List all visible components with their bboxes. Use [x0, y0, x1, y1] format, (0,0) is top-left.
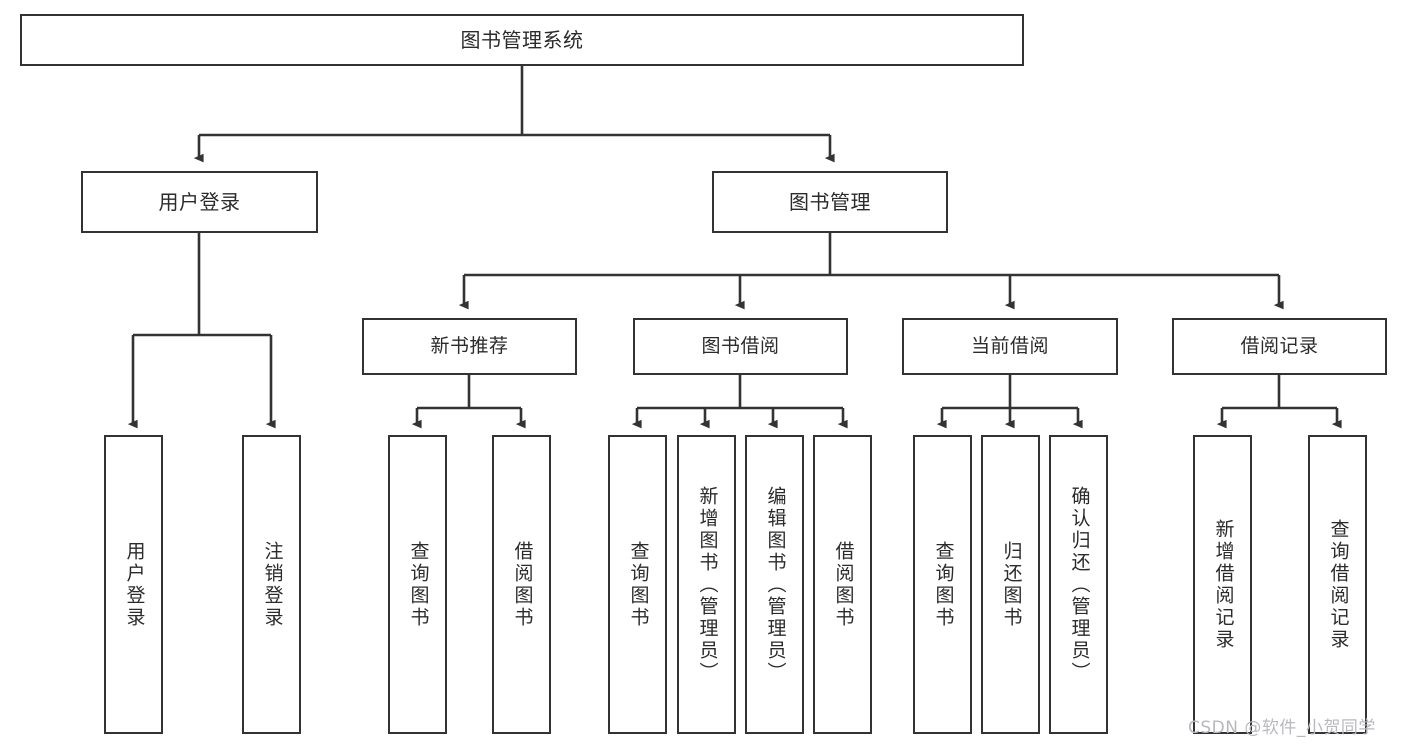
node-label: 确认归还（管理员） [1068, 485, 1091, 684]
node-label: 注销登录 [261, 540, 284, 629]
node-label: 查询图书 [627, 540, 650, 629]
node-leaf-query-book-recommend[interactable]: 查询图书 [388, 435, 447, 734]
node-new-book-recommend[interactable]: 新书推荐 [362, 318, 577, 375]
node-label: 图书借阅 [701, 334, 780, 357]
node-label: 借阅记录 [1240, 334, 1319, 357]
node-leaf-add-book-admin[interactable]: 新增图书（管理员） [677, 435, 736, 734]
node-label: 图书管理 [789, 189, 871, 214]
node-label: 图书管理系统 [460, 27, 584, 52]
node-leaf-confirm-return-admin[interactable]: 确认归还（管理员） [1049, 435, 1108, 734]
node-leaf-return-book[interactable]: 归还图书 [981, 435, 1040, 734]
node-leaf-query-borrow-record[interactable]: 查询借阅记录 [1308, 435, 1367, 734]
node-leaf-query-book-current[interactable]: 查询图书 [913, 435, 972, 734]
node-book-management[interactable]: 图书管理 [712, 171, 948, 233]
node-label: 查询图书 [932, 540, 955, 629]
node-label: 归还图书 [1000, 540, 1023, 629]
node-current-borrow[interactable]: 当前借阅 [902, 318, 1118, 375]
watermark-text: CSDN @软件_小贺同学 [1188, 718, 1376, 738]
node-label: 当前借阅 [970, 334, 1049, 357]
node-leaf-borrow-book[interactable]: 借阅图书 [813, 435, 872, 734]
node-label: 查询图书 [407, 540, 430, 629]
node-label: 用户登录 [123, 540, 146, 629]
node-leaf-user-login[interactable]: 用户登录 [104, 435, 163, 734]
node-leaf-edit-book-admin[interactable]: 编辑图书（管理员） [745, 435, 804, 734]
node-label: 查询借阅记录 [1327, 518, 1350, 651]
node-leaf-add-borrow-record[interactable]: 新增借阅记录 [1193, 435, 1252, 734]
node-book-borrow[interactable]: 图书借阅 [633, 318, 848, 375]
node-leaf-borrow-book-recommend[interactable]: 借阅图书 [492, 435, 551, 734]
node-label: 借阅图书 [511, 540, 534, 629]
node-leaf-query-book-borrow[interactable]: 查询图书 [608, 435, 667, 734]
node-label: 新增借阅记录 [1212, 518, 1235, 651]
node-root-book-management-system[interactable]: 图书管理系统 [20, 14, 1024, 66]
node-label: 新增图书（管理员） [696, 485, 719, 684]
node-label: 新书推荐 [430, 334, 509, 357]
node-user-login[interactable]: 用户登录 [81, 171, 318, 233]
node-label: 用户登录 [158, 189, 241, 214]
node-leaf-logout[interactable]: 注销登录 [242, 435, 301, 734]
node-label: 借阅图书 [832, 540, 855, 629]
node-label: 编辑图书（管理员） [764, 485, 787, 684]
node-borrow-records[interactable]: 借阅记录 [1172, 318, 1387, 375]
